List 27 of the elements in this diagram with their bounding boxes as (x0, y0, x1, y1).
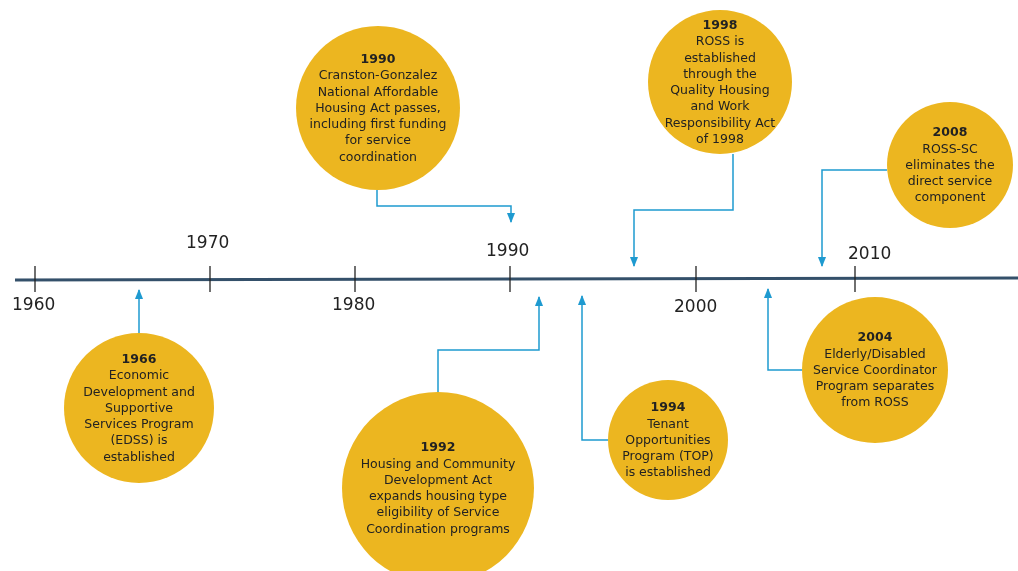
event-description: Tenant Opportunities Program (TOP) is established (621, 415, 715, 481)
axis-year-label: 1980 (332, 294, 376, 314)
leader-arrow (437, 295, 544, 393)
axis-year-label: 1960 (12, 294, 56, 314)
leader-arrow (629, 153, 734, 268)
leader-arrow (134, 288, 144, 334)
event-year: 1994 (650, 399, 686, 416)
event-description: Economic Development and Supportive Services Program (EDSS) is established (82, 367, 196, 465)
event-year: 1990 (360, 51, 396, 68)
axis-year-label: 1990 (486, 240, 530, 260)
event-year: 2004 (857, 329, 893, 346)
event-description: ROSS-SC eliminates the direct service component (904, 140, 996, 206)
leader-arrow (577, 294, 609, 441)
event-year: 1998 (702, 17, 738, 34)
axis-year-label: 1970 (186, 232, 230, 252)
leader-arrow (763, 287, 803, 371)
event-description: Elderly/Disabled Service Coordinator Program separates from ROSS (812, 345, 938, 411)
leader-arrow (817, 169, 888, 268)
event-year: 1966 (121, 351, 157, 368)
event-description: Cranston-Gonzalez National Affordable Housing Act passes, including first funding for service coordination (308, 67, 448, 165)
axis-year-label: 2000 (674, 296, 718, 316)
event-year: 1992 (420, 439, 456, 456)
axis-year-label: 2010 (848, 243, 892, 263)
event-description: Housing and Community Development Act expands housing type eligibility of Service Coordination programs (359, 455, 517, 537)
leader-arrow (376, 189, 516, 224)
event-year: 2008 (932, 124, 968, 141)
event-description: ROSS is established through the Quality Housing and Work Responsibility Act of 1998 (663, 33, 777, 147)
